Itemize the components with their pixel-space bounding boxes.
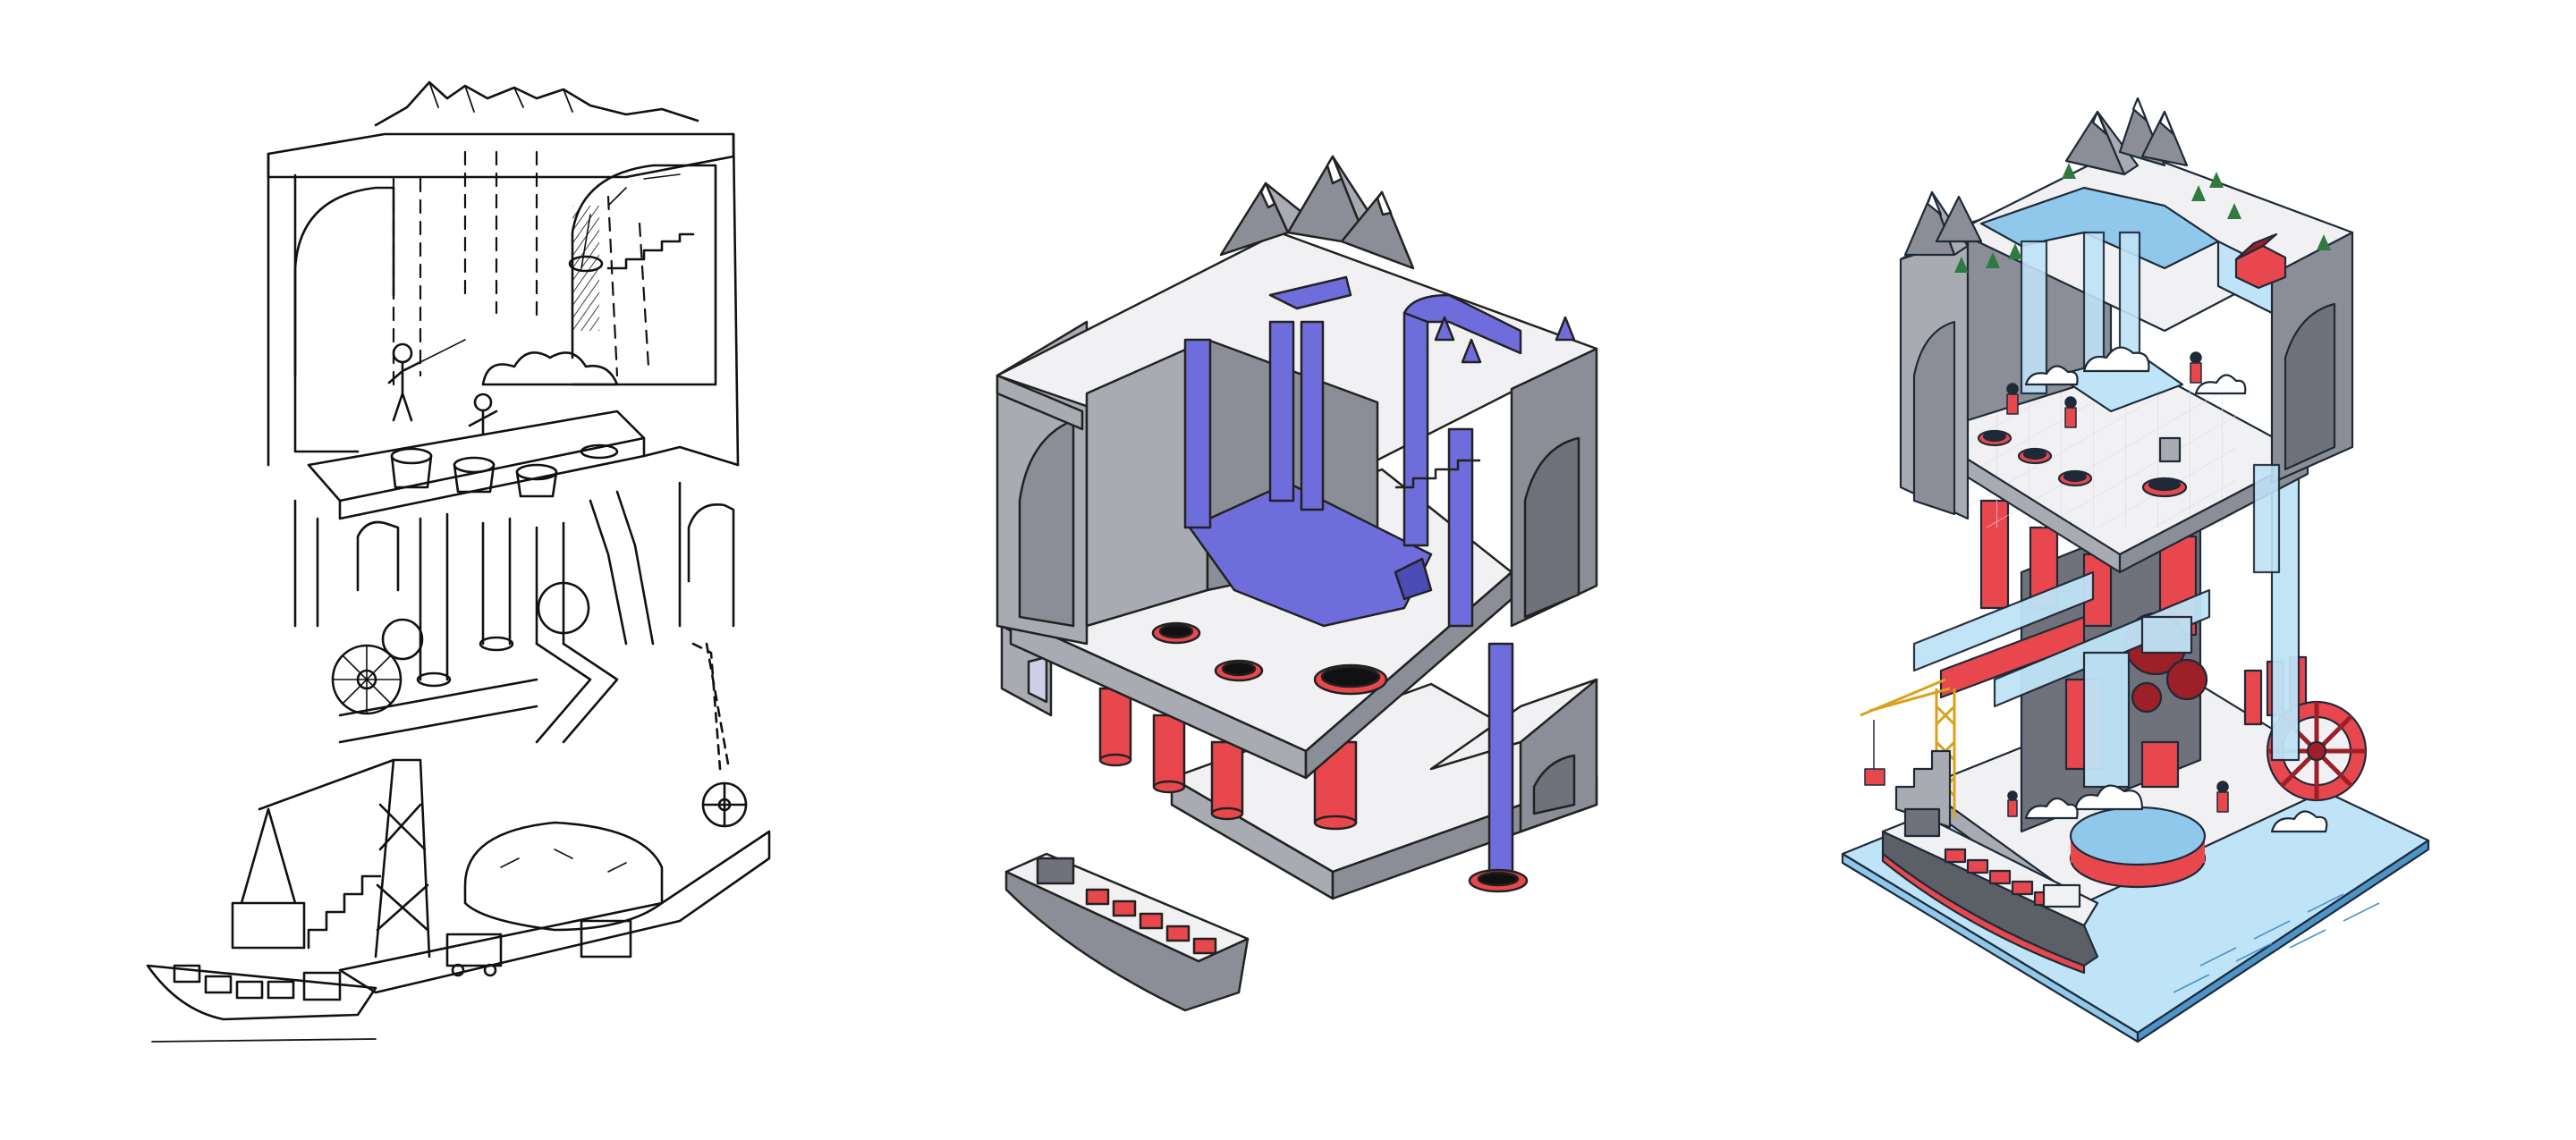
sketch-arch-middle-right (687, 502, 735, 628)
sketch-stairs-lower (307, 874, 382, 950)
blockout-stairs (1395, 459, 1480, 489)
sketch-figure-2 (468, 393, 498, 435)
panel-final-illustration (1841, 97, 2430, 1043)
blockout-roof-front-edge (996, 374, 1084, 431)
final-basin (2069, 806, 2207, 889)
sketch-waterfall-right (691, 642, 731, 771)
sketch-arch-middle-left (356, 520, 400, 592)
sketch-water-wheel (701, 781, 748, 828)
final-cabin (2234, 232, 2287, 290)
sketch-gear-2 (381, 581, 590, 661)
final-clouds-upper (2024, 346, 2247, 395)
panel-blockout (996, 155, 1598, 1012)
sketch-pipes (338, 490, 655, 744)
sketch-upper-walls (267, 152, 360, 467)
sketch-roof-slab (267, 132, 735, 179)
final-bucket (2158, 436, 2182, 463)
sketch-ground-slab (338, 830, 771, 994)
final-clouds-lower (2024, 784, 2328, 833)
sketch-basin (463, 821, 664, 932)
final-waterfalls (2020, 231, 2281, 574)
sketch-crane (231, 758, 431, 958)
sketch-mountains (374, 80, 699, 127)
blockout-fish (1394, 557, 1433, 601)
sketch-boat (146, 964, 377, 1043)
blockout-water-pipes (1183, 275, 1522, 887)
blockout-trees (1434, 316, 1576, 364)
panel-hand-sketch (146, 80, 771, 1043)
final-water-ripples (2173, 893, 2380, 993)
sketch-clouds (481, 351, 619, 386)
final-red-pots (1977, 429, 2188, 498)
sketch-pots (390, 443, 619, 498)
final-people (2006, 351, 2229, 817)
final-trees (1954, 163, 2331, 273)
sketch-waterfalls (392, 150, 650, 386)
sketch-figure-1 (387, 339, 466, 422)
final-water-pipes (1912, 463, 2301, 789)
blockout-boat (1004, 852, 1250, 1012)
final-mountains (1903, 97, 2189, 257)
final-stairs (1894, 749, 1952, 829)
sketch-gear-1 (331, 644, 402, 715)
sketch-lower-walls (293, 445, 740, 628)
final-boat (1881, 807, 2099, 975)
sketch-arch-upper-left (293, 186, 395, 377)
sketch-stairs-upper (606, 232, 695, 270)
sketch-upper-floor (307, 410, 646, 502)
blockout-mountains (1219, 155, 1415, 270)
